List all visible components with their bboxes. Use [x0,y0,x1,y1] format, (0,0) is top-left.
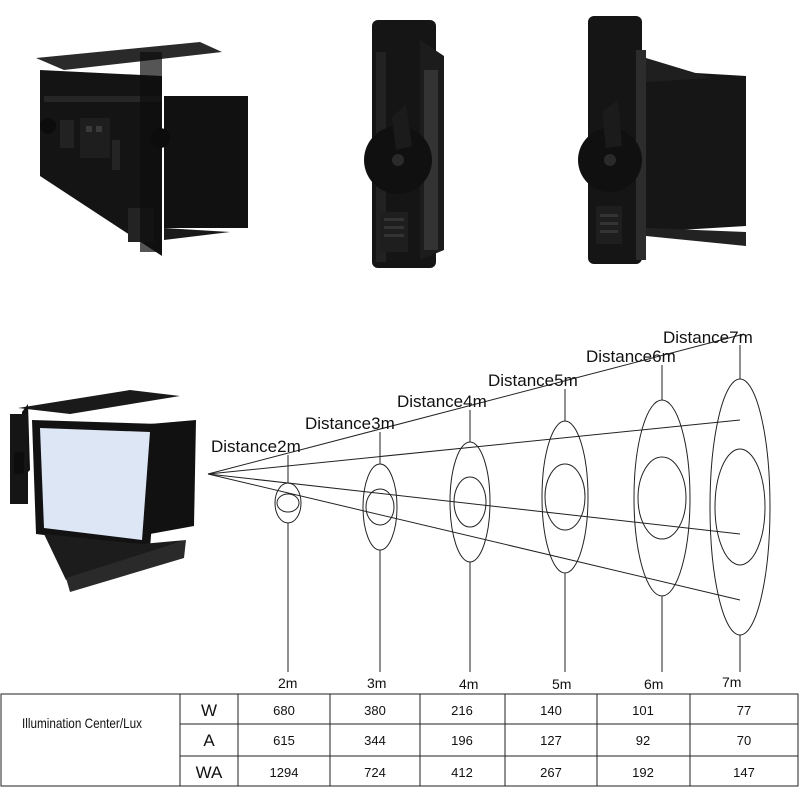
table-cell: 127 [540,733,562,748]
distance-label-5m: Distance5m [488,371,578,390]
table-cell: 196 [451,733,473,748]
beam-ellipse-7m-outer [709,378,771,636]
led-panel-light-side-view-icon [364,20,444,268]
beam-ellipse-5m-inner [544,463,586,531]
table-cell: 1294 [270,765,299,780]
distance-label-7m: Distance7m [663,328,753,347]
beam-ellipse-2m-inner [276,493,300,513]
led-panel-light-back-view-icon [36,42,248,256]
beam-ellipse-3m-outer [362,463,398,551]
row-label-a: A [203,731,215,750]
table-title: Illumination Center/Lux [22,715,142,731]
beam-ellipse-2m-outer [274,482,302,524]
led-panel-light-front-view-icon [10,390,196,592]
axis-label-2m: 2m [278,675,297,691]
axis-label-6m: 6m [644,676,663,692]
illumination-table [0,693,799,787]
axis-label-3m: 3m [367,675,386,691]
distance-label-6m: Distance6m [586,347,676,366]
beam-ellipse-6m-inner [637,456,687,540]
beam-line-bottom [207,473,741,601]
table-cell: 724 [364,765,386,780]
table-cell: 147 [733,765,755,780]
axis-label-7m: 7m [722,674,741,690]
beam-line-top [207,333,745,475]
beam-ellipse-6m-outer [633,399,691,597]
table-cell: 615 [273,733,295,748]
table-cell: 216 [451,703,473,718]
beam-spread-diagram [207,333,771,672]
beam-ellipse-7m-inner [714,448,766,566]
axis-label-4m: 4m [459,676,478,692]
table-cell: 267 [540,765,562,780]
table-cell: 140 [540,703,562,718]
table-cell: 70 [737,733,751,748]
axis-label-5m: 5m [552,676,571,692]
table-cell: 344 [364,733,386,748]
distance-label-3m: Distance3m [305,414,395,433]
table-cell: 92 [636,733,650,748]
row-label-w: W [201,701,217,720]
beam-line-upper [207,419,741,475]
distance-label-2m: Distance2m [211,437,301,456]
beam-ellipse-5m-outer [541,420,589,574]
table-cell: 192 [632,765,654,780]
beam-ellipse-3m-inner [365,488,395,526]
table-cell: 412 [451,765,473,780]
led-panel-light-side-barndoor-view-icon [578,16,746,264]
row-label-wa: WA [196,763,223,782]
table-cell: 380 [364,703,386,718]
beam-ellipse-4m-inner [453,476,487,528]
table-cell: 77 [737,703,751,718]
distance-label-4m: Distance4m [397,392,487,411]
table-cell: 680 [273,703,295,718]
beam-line-lower [207,473,741,535]
table-cell: 101 [632,703,654,718]
